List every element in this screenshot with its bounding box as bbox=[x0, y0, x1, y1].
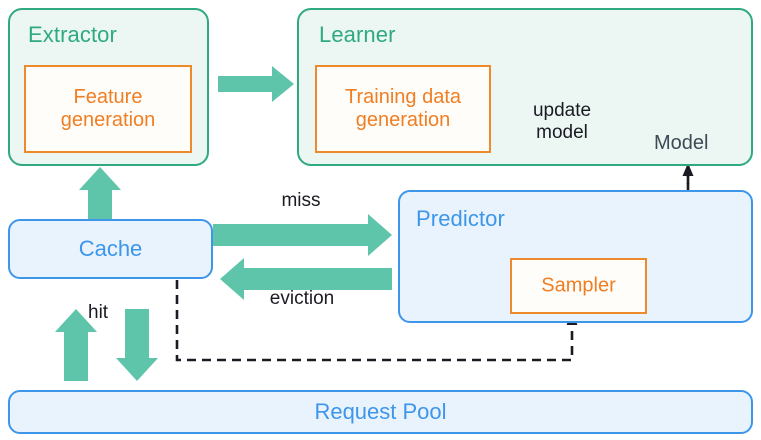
arrow-miss bbox=[213, 214, 392, 256]
extractor-title: Extractor bbox=[28, 22, 117, 47]
request-pool-title: Request Pool bbox=[314, 399, 447, 424]
feature-generation-label: Feature generation bbox=[60, 86, 156, 131]
arrow-eviction bbox=[220, 258, 392, 300]
cache-title: Cache bbox=[78, 236, 143, 261]
edge-label-eviction: eviction bbox=[269, 288, 335, 309]
sampler-label: Sampler bbox=[541, 274, 616, 297]
model-caption: Model bbox=[654, 132, 709, 154]
arrow-hit bbox=[55, 309, 97, 381]
arrow-cache-to-pool bbox=[116, 309, 158, 381]
request-pool-node[interactable]: Request Pool bbox=[8, 390, 753, 434]
predictor-node[interactable]: Predictor Sampler bbox=[398, 190, 753, 323]
cache-node[interactable]: Cache bbox=[8, 219, 213, 279]
edge-label-miss: miss bbox=[281, 190, 321, 211]
sampler-box[interactable]: Sampler bbox=[510, 258, 647, 314]
training-data-generation-label: Training data generation bbox=[345, 86, 461, 131]
arrow-cache-to-extractor bbox=[79, 167, 121, 222]
learner-title: Learner bbox=[319, 22, 396, 47]
predictor-title: Predictor bbox=[416, 206, 505, 231]
training-data-generation-box[interactable]: Training data generation bbox=[315, 65, 491, 153]
arrow-extractor-to-learner bbox=[218, 66, 294, 102]
learner-node[interactable]: Learner Training data generation Model bbox=[297, 8, 753, 166]
feature-generation-box[interactable]: Feature generation bbox=[24, 65, 192, 153]
edge-label-update-model: update model bbox=[532, 100, 592, 143]
edge-label-hit: hit bbox=[88, 302, 109, 323]
extractor-node[interactable]: Extractor Feature generation bbox=[8, 8, 209, 166]
